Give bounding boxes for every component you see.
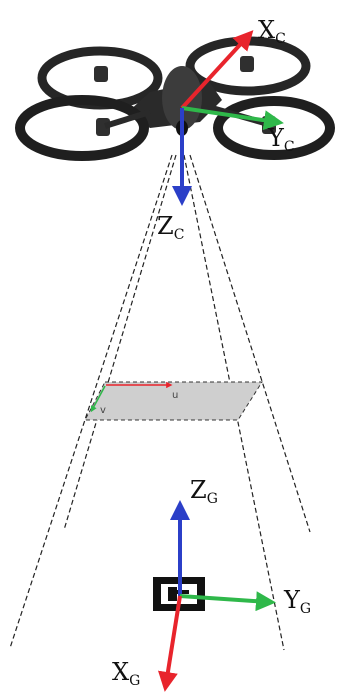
camera-frame-axes: XC YC ZC xyxy=(157,16,295,243)
frustum-ray-outer-left xyxy=(9,154,173,649)
image-plane-surface xyxy=(84,381,263,421)
marker-pattern-bar xyxy=(177,590,189,594)
motor-rear-right xyxy=(240,56,254,72)
image-v-axis xyxy=(90,385,106,413)
marker-pattern-block xyxy=(168,587,177,601)
arm-front-left xyxy=(104,109,151,129)
ground-z-label: ZG xyxy=(190,476,218,507)
ground-y-axis xyxy=(179,591,276,612)
drone-canopy xyxy=(162,66,202,130)
image-plane: u v xyxy=(84,381,263,421)
camera-z-label: ZC xyxy=(157,212,184,243)
camera-x-label: XC xyxy=(258,16,286,47)
camera-y-axis xyxy=(181,106,284,131)
frustum-ray-inner-left xyxy=(63,154,177,531)
frustum-ray-outer-right xyxy=(189,154,311,533)
camera-y-label: YC xyxy=(267,124,295,155)
image-v-label: v xyxy=(100,405,106,416)
rotor-ring-front-right xyxy=(213,96,335,160)
ground-frame-axes: ZG YG XG xyxy=(112,476,311,692)
image-u-label: u xyxy=(172,390,178,401)
ground-y-label: YG xyxy=(283,586,311,617)
camera-x-axis xyxy=(180,30,254,110)
motor-rear-left xyxy=(94,66,108,82)
rotor-ring-front-left xyxy=(15,95,149,161)
ground-x-label: XG xyxy=(112,658,140,689)
ground-x-axis xyxy=(158,595,182,692)
